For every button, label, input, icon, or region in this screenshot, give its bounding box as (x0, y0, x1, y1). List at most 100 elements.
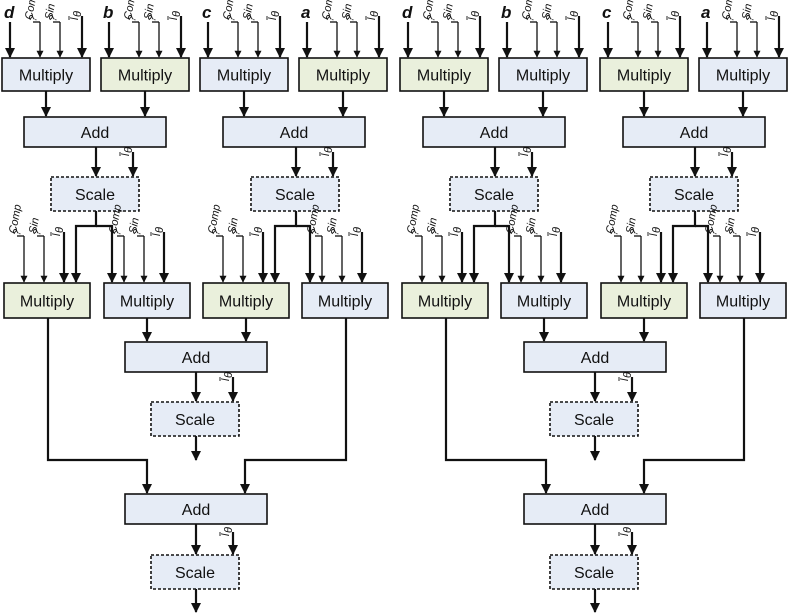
multiply-top-1 (1, 57, 91, 92)
question-mark: ? (11, 228, 24, 237)
l-theta-label: lθ (547, 227, 563, 236)
l-theta-label: lθ (150, 227, 166, 236)
theta-label: θ (323, 147, 335, 153)
theta-label: θ (270, 11, 282, 17)
multiply-top-7 (599, 57, 689, 92)
theta-label: θ (369, 11, 381, 17)
theta-label: θ (622, 527, 634, 533)
multiply-mid-6-label: Multiply (517, 294, 571, 311)
question-mark: ? (429, 228, 442, 237)
theta-label: θ (171, 11, 183, 17)
sin-label: Sin (441, 3, 456, 21)
l-label: l (267, 17, 279, 20)
theta-label: θ (154, 227, 166, 233)
theta-label: θ (72, 11, 84, 17)
comp-label: Comp (720, 0, 737, 21)
comp-label: Comp (320, 0, 337, 21)
l-label: l (719, 153, 731, 156)
multiply-mid-8-label: Multiply (716, 294, 770, 311)
add-mid-1-label: Add (182, 350, 210, 367)
scale-bottom-1 (150, 554, 240, 590)
arrow (469, 211, 497, 283)
l-theta-label: lθ (167, 11, 183, 20)
l-theta-label: lθ (319, 147, 335, 156)
scale-top-4 (649, 176, 739, 212)
scale-top-1 (50, 176, 140, 212)
theta-label: θ (551, 227, 563, 233)
l-label: l (619, 378, 631, 381)
question-mark: ? (528, 228, 541, 237)
sin-label: Sin (241, 3, 256, 21)
sin-label: Sin (127, 217, 142, 235)
scale-top-2 (250, 176, 340, 212)
multiply-mid-7 (600, 282, 688, 319)
sin-label: Sin (540, 3, 555, 21)
add-bottom-2-label: Add (581, 502, 609, 519)
scale-top-1-label: Scale (75, 187, 115, 204)
l-theta-label: lθ (618, 372, 634, 381)
multiply-top-1-label: Multiply (19, 68, 73, 85)
l-theta-label: lθ (746, 227, 762, 236)
comp-label: Comp (604, 204, 621, 235)
add-bottom-2 (523, 493, 667, 525)
input-a: a (301, 3, 310, 22)
l-label: l (220, 533, 232, 536)
question-mark: ? (707, 228, 720, 237)
input-c: c (202, 3, 212, 22)
theta-label: θ (470, 11, 482, 17)
question-mark: ? (645, 14, 658, 23)
add-top-4-label: Add (680, 125, 708, 142)
question-mark: ? (131, 228, 144, 237)
sin-label: Sin (27, 217, 42, 235)
multiply-top-3-label: Multiply (217, 68, 271, 85)
l-theta-label: lθ (565, 11, 581, 20)
arrow (444, 318, 551, 494)
multiply-mid-4-label: Multiply (318, 294, 372, 311)
theta-label: θ (670, 11, 682, 17)
add-top-1 (23, 116, 167, 148)
multiply-top-4 (298, 57, 388, 92)
multiply-mid-8 (699, 282, 787, 319)
question-mark: ? (146, 14, 159, 23)
arrow (46, 318, 152, 494)
add-top-1-label: Add (81, 125, 109, 142)
question-mark: ? (210, 228, 223, 237)
scale-bottom-2-label: Scale (574, 565, 614, 582)
multiply-top-5 (399, 57, 489, 92)
question-mark: ? (524, 14, 537, 23)
l-theta-label: lθ (266, 11, 282, 20)
wires-layer (5, 16, 784, 613)
multiply-mid-3-label: Multiply (219, 294, 273, 311)
scale-mid-1-label: Scale (175, 412, 215, 429)
l-label: l (120, 153, 132, 156)
l-theta-label: lθ (219, 527, 235, 536)
sin-label: Sin (340, 3, 355, 21)
l-theta-label: lθ (119, 147, 135, 156)
l-theta-label: lθ (448, 227, 464, 236)
question-mark: ? (230, 228, 243, 237)
l-label: l (519, 153, 531, 156)
question-mark: ? (544, 14, 557, 23)
l-label: l (467, 17, 479, 20)
sin-label: Sin (740, 3, 755, 21)
theta-label: θ (722, 147, 734, 153)
add-top-4 (622, 116, 766, 148)
arrow (96, 224, 117, 283)
scale-mid-1 (150, 401, 240, 437)
scale-top-3 (449, 176, 539, 212)
sin-label: Sin (524, 217, 539, 235)
l-theta-label: lθ (50, 227, 66, 236)
question-mark: ? (625, 14, 638, 23)
add-top-2-label: Add (280, 125, 308, 142)
theta-label: θ (569, 11, 581, 17)
l-label: l (220, 378, 232, 381)
l-label: l (349, 233, 361, 236)
theta-label: θ (769, 11, 781, 17)
theta-label: θ (352, 227, 364, 233)
l-theta-label: lθ (666, 11, 682, 20)
multiply-mid-5 (401, 282, 489, 319)
add-mid-1 (124, 341, 268, 373)
comp-label: Comp (206, 204, 223, 235)
comp-label: Comp (421, 0, 438, 21)
